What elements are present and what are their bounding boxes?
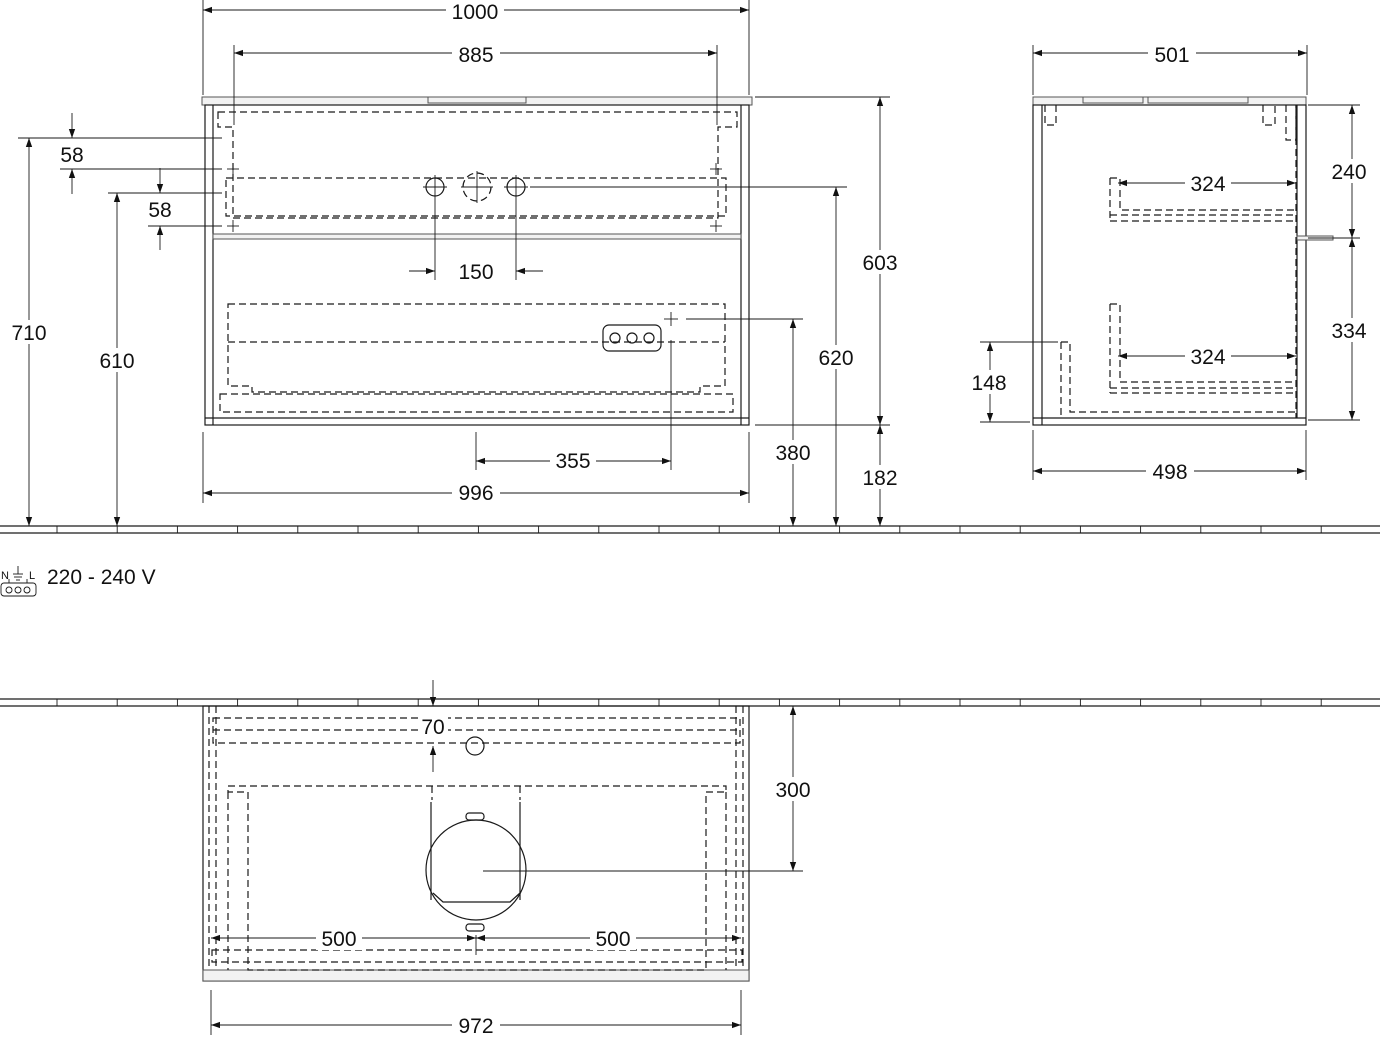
dim-shelf-lower: 324 <box>1190 346 1225 369</box>
dim-side-upper: 240 <box>1331 161 1366 184</box>
dim-height-floor: 610 <box>99 350 134 373</box>
dim-offset-lower: 58 <box>148 199 171 222</box>
floor-line-top <box>0 525 1380 534</box>
dim-width-inner: 885 <box>458 44 493 67</box>
tap-holes <box>423 171 528 203</box>
siphon-cutout <box>425 736 527 932</box>
dim-shelf-upper: 324 <box>1190 173 1225 196</box>
side-view <box>1032 96 1334 426</box>
dim-width-total: 1000 <box>452 1 499 24</box>
dim-tap-spacing: 150 <box>458 261 493 284</box>
dimension-labels: 1000 885 501 58 58 150 710 610 603 620 3… <box>8 0 1371 1038</box>
dim-height-total: 710 <box>11 322 46 345</box>
front-extension-lines <box>18 0 890 503</box>
electrical-legend: N L 220 - 240 V <box>0 566 156 597</box>
dim-depth-bottom: 498 <box>1152 461 1187 484</box>
socket-icon <box>602 312 678 352</box>
side-extension-lines <box>980 45 1360 480</box>
dim-side-low: 148 <box>971 372 1006 395</box>
dim-wall-offset: 70 <box>421 716 444 739</box>
dim-plan-right: 500 <box>595 928 630 951</box>
dim-height-socket: 380 <box>775 442 810 465</box>
dim-plan-depth: 300 <box>775 779 810 802</box>
front-view <box>201 96 753 426</box>
plan-view <box>202 705 750 982</box>
voltage-label: 220 - 240 V <box>47 566 156 589</box>
dim-height-pipe: 620 <box>818 347 853 370</box>
floor-line-plan <box>0 698 1380 707</box>
dim-offset-upper: 58 <box>60 144 83 167</box>
dim-socket-offset: 355 <box>555 450 590 473</box>
dim-height-leg: 182 <box>862 467 897 490</box>
svg-text:L: L <box>29 570 35 582</box>
dim-plan-width: 972 <box>458 1015 493 1038</box>
dim-depth-top: 501 <box>1154 44 1189 67</box>
power-socket-icon: N L <box>0 566 37 597</box>
plan-extension-lines <box>210 705 803 1035</box>
dim-width-front: 996 <box>458 482 493 505</box>
dim-side-lower: 334 <box>1331 320 1366 343</box>
svg-text:N: N <box>1 570 9 582</box>
dim-plan-left: 500 <box>321 928 356 951</box>
dim-height-right: 603 <box>862 252 897 275</box>
